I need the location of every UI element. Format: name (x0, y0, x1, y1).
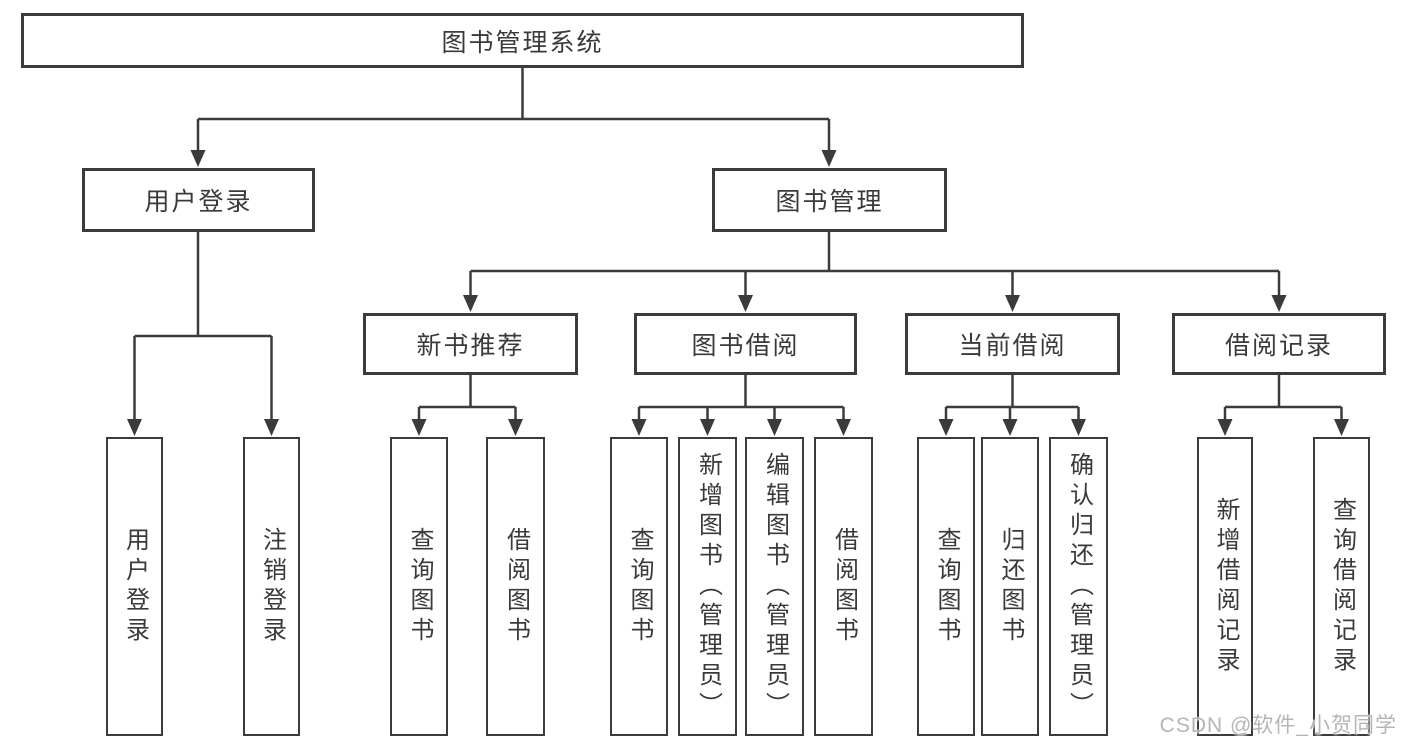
node-label: 当前借阅 (958, 332, 1067, 360)
node-label: 确认归还（管理员） (1065, 451, 1093, 722)
node-label: 图书借阅 (691, 332, 800, 360)
node-label: 用户登录 (121, 526, 149, 647)
leaf-add-books-admin: 新增图书（管理员） (678, 437, 737, 736)
node-label: 图书管理 (775, 188, 884, 216)
node-label: 借阅图书 (830, 526, 858, 647)
node-book-borrowing: 图书借阅 (634, 313, 857, 375)
node-label: 新增图书（管理员） (694, 451, 722, 722)
node-label: 借阅记录 (1224, 332, 1333, 360)
leaf-return-books: 归还图书 (981, 437, 1039, 736)
node-label: 用户登录 (144, 188, 253, 216)
leaf-query-books-current: 查询图书 (917, 437, 975, 736)
node-user-login-branch: 用户登录 (82, 168, 315, 232)
node-label: 查询图书 (406, 526, 433, 647)
node-current-borrowing: 当前借阅 (905, 313, 1120, 375)
node-label: 编辑图书（管理员） (761, 451, 789, 722)
node-book-management: 图书管理 (712, 168, 947, 232)
node-label: 借阅图书 (502, 526, 530, 647)
leaf-query-borrow-record: 查询借阅记录 (1313, 437, 1370, 736)
leaf-user-login: 用户登录 (106, 437, 163, 736)
node-label: 查询图书 (626, 526, 653, 647)
leaf-borrow-books-borrowing: 借阅图书 (814, 437, 873, 736)
leaf-edit-books-admin: 编辑图书（管理员） (745, 437, 804, 736)
node-borrowing-records: 借阅记录 (1172, 313, 1386, 375)
node-system-root: 图书管理系统 (21, 13, 1024, 68)
node-label: 查询图书 (933, 526, 960, 647)
leaf-borrow-books-recommend: 借阅图书 (486, 437, 545, 736)
leaf-query-books-borrowing: 查询图书 (610, 437, 668, 736)
node-label: 归还图书 (997, 526, 1024, 647)
leaf-logout: 注销登录 (243, 437, 300, 736)
node-label: 新书推荐 (416, 332, 525, 360)
node-label: 查询借阅记录 (1328, 496, 1356, 677)
node-label: 新增借阅记录 (1212, 496, 1239, 677)
leaf-add-borrow-record: 新增借阅记录 (1197, 437, 1253, 736)
node-new-book-recommend: 新书推荐 (363, 313, 578, 375)
leaf-confirm-return-admin: 确认归还（管理员） (1049, 437, 1108, 736)
node-label: 注销登录 (258, 526, 286, 647)
connector-path (133, 68, 1343, 421)
watermark: CSDN @软件_小贺同学 (1159, 714, 1397, 737)
leaf-query-books-recommend: 查询图书 (390, 437, 448, 736)
arrowheads (127, 150, 1349, 436)
node-label: 图书管理系统 (441, 28, 604, 57)
